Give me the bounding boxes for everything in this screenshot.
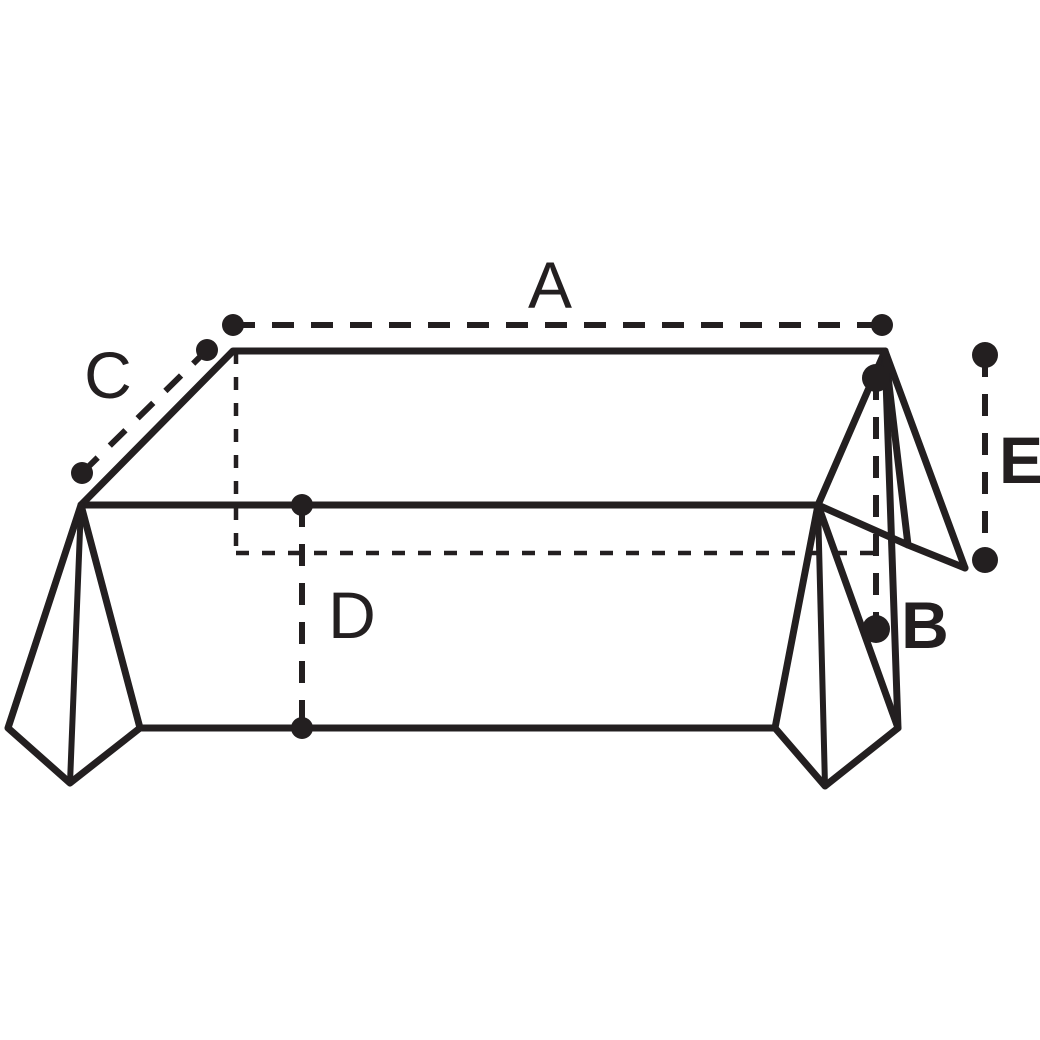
dimension-dot-a-right [871, 314, 893, 336]
dimension-label-d: D [328, 578, 376, 652]
frame-left-leg-center-post [67, 502, 84, 786]
construction-lines-group [233, 351, 885, 556]
frame-right-leg-outline [771, 501, 902, 790]
dimension-dots-group [71, 314, 998, 739]
frame-right-pinnacle-strut-outer [881, 347, 969, 572]
frame-right-inner-brace [814, 501, 912, 549]
dimension-line-c [79, 347, 210, 476]
frame-right-leg-center-post [815, 502, 828, 789]
frame-solid-lines-group [4, 347, 969, 790]
dimension-label-a: A [528, 248, 572, 322]
frame-top-ridge-and-left-slope [77, 347, 889, 509]
dimension-dot-d-lower [291, 717, 313, 739]
dimension-dot-b-upper [862, 364, 890, 392]
dimension-dot-b-lower [862, 615, 890, 643]
dimension-dot-c-lower [71, 462, 93, 484]
dimension-labels-group: A B C D E [84, 248, 1040, 662]
dimension-label-e: E [999, 423, 1040, 497]
dimension-dot-e-upper [972, 342, 998, 368]
dimension-lines-group [79, 322, 988, 728]
dimension-label-c: C [84, 338, 132, 412]
dimension-label-b: B [901, 588, 949, 662]
dimension-dot-e-lower [972, 547, 998, 573]
dimension-dot-c-upper [196, 339, 218, 361]
dimension-dot-d-upper [291, 494, 313, 516]
dimension-dot-a-left [222, 314, 244, 336]
